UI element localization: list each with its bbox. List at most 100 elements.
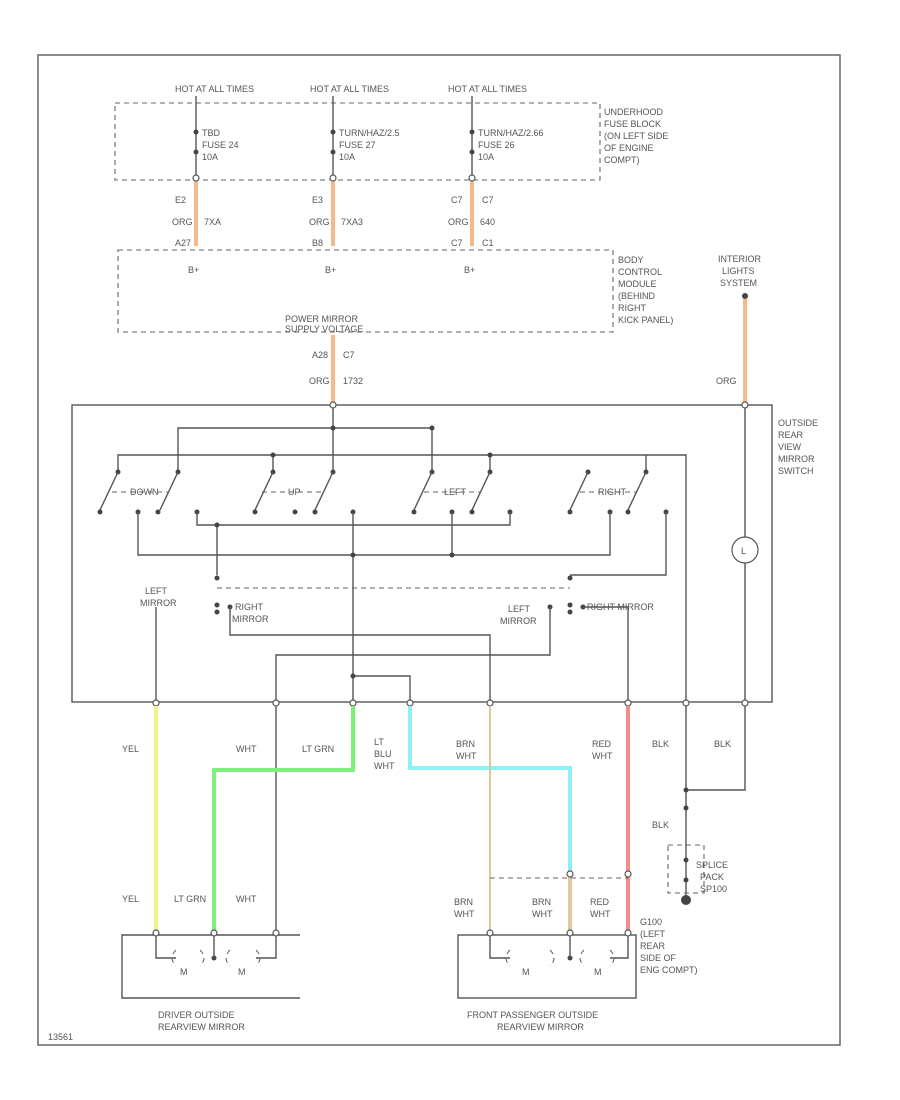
body-control-module: BODY CONTROL MODULE (BEHIND RIGHT KICK P… — [117, 249, 673, 333]
driver-mirror-label-0: DRIVER OUTSIDE — [158, 1010, 235, 1020]
switch-pos-left: LEFT — [444, 487, 467, 497]
selector-right-mirror-1a: RIGHT — [235, 602, 264, 612]
ground-label-4: ENG COMPT) — [640, 965, 698, 975]
fuse-block-label-3: OF ENGINE — [604, 143, 654, 153]
selector-left-mirror-1a: LEFT — [145, 586, 168, 596]
switch-bottom-pins — [152, 699, 749, 707]
selector-left-mirror-2a: LEFT — [508, 604, 531, 614]
orange-feed-wires — [192, 174, 476, 246]
ground-label-1: (LEFT — [640, 929, 666, 939]
upper-color-1: ORG — [172, 217, 193, 227]
bcm-pin-3: C7 — [451, 238, 463, 248]
upper-color-2: ORG — [309, 217, 330, 227]
wire-blk-2: BLK — [714, 739, 731, 749]
bcm-bplus-1: B+ — [188, 265, 199, 275]
ground-label-0: G100 — [640, 917, 662, 927]
splice-label-1: PACK — [700, 872, 724, 882]
ground-label-2: REAR — [640, 941, 666, 951]
bcm-label-3: (BEHIND — [618, 291, 656, 301]
splice-pack: SPLICE PACK SP100 — [667, 787, 728, 905]
fuse-block-label-2: (ON LEFT SIDE — [604, 131, 668, 141]
driver-wire-ltgrn: LT GRN — [174, 894, 206, 904]
pass-wire-1b: WHT — [454, 909, 475, 919]
fuse-name-1: FUSE 24 — [202, 140, 239, 150]
switch-label-2: VIEW — [778, 442, 802, 452]
underhood-fuse-block: UNDERHOOD FUSE BLOCK (ON LEFT SIDE OF EN… — [114, 102, 668, 181]
wire-red-0: RED — [592, 739, 612, 749]
wire-red-1: WHT — [592, 751, 613, 761]
supply-label-1: SUPPLY VOLTAGE — [285, 324, 363, 334]
selector-left-mirror-2b: MIRROR — [500, 616, 537, 626]
driver-mirror: YEL LT GRN WHT M M DRIVER OUTSIDE REARVI… — [121, 894, 300, 1032]
pass-mirror-label-0: FRONT PASSENGER OUTSIDE — [467, 1010, 598, 1020]
splice-label-2: SP100 — [700, 884, 727, 894]
switch-label-4: SWITCH — [778, 466, 814, 476]
switch-label-0: OUTSIDE — [778, 418, 818, 428]
supply-circuit: 1732 — [343, 376, 363, 386]
fuse-rating-2: 10A — [339, 152, 355, 162]
lower-wires — [154, 706, 746, 930]
interior-label-1: LIGHTS — [722, 266, 755, 276]
switch-pos-down: DOWN — [130, 487, 159, 497]
wire-lt-blu-2: WHT — [374, 761, 395, 771]
driver-wire-yel: YEL — [122, 894, 139, 904]
interior-lights-node — [742, 293, 748, 299]
wire-blk-1: BLK — [652, 739, 669, 749]
switch-label-3: MIRROR — [778, 454, 815, 464]
fuse-column-2: HOT AT ALL TIMES TURN/HAZ/2.5 FUSE 27 10… — [310, 84, 400, 178]
ground-label-3: SIDE OF — [640, 953, 677, 963]
upper-circuit-3: 640 — [480, 217, 495, 227]
switch-label-1: REAR — [778, 430, 804, 440]
ground-g100: G100 (LEFT REAR SIDE OF ENG COMPT) — [640, 917, 698, 975]
fuse-rating-3: 10A — [478, 152, 494, 162]
driver-motor-2: M — [238, 967, 246, 977]
wire-green — [212, 706, 355, 930]
upper-pin-1: E2 — [175, 195, 186, 205]
wire-yel: YEL — [122, 744, 139, 754]
interior-label-2: SYSTEM — [720, 278, 757, 288]
upper-pin-2: E3 — [312, 195, 323, 205]
wire-lt-blu-1: BLU — [374, 749, 392, 759]
wire-brn-1: WHT — [456, 751, 477, 761]
passenger-mirror: BRN WHT BRN WHT RED WHT M M FRONT PASSEN… — [454, 897, 637, 1032]
fuse-block-label-4: COMPT) — [604, 155, 640, 165]
supply-label-0: POWER MIRROR — [285, 314, 358, 324]
wire-lt-blu-0: LT — [374, 737, 384, 747]
hot-label-1: HOT AT ALL TIMES — [175, 84, 254, 94]
bcm-label-5: KICK PANEL) — [618, 315, 673, 325]
supply-pin2: C7 — [343, 350, 355, 360]
bcm-pin-1: A27 — [175, 238, 191, 248]
upper-circuit-2: 7XA3 — [341, 217, 363, 227]
fuse-rating-1: 10A — [202, 152, 218, 162]
pass-wire-3b: WHT — [590, 909, 611, 919]
pass-motor-2: M — [594, 967, 602, 977]
fuse-column-1: HOT AT ALL TIMES TBD FUSE 24 10A — [175, 84, 254, 178]
corner-tag: 13561 — [48, 1032, 73, 1042]
pass-wire-1a: BRN — [454, 897, 473, 907]
fuse-circuit-2: TURN/HAZ/2.5 — [339, 128, 400, 138]
bcm-bplus-2: B+ — [325, 265, 336, 275]
bcm-pin-right: C1 — [482, 238, 494, 248]
bcm-label-4: RIGHT — [618, 303, 647, 313]
wire-blk-3: BLK — [652, 820, 669, 830]
hot-label-3: HOT AT ALL TIMES — [448, 84, 527, 94]
supply-color: ORG — [309, 376, 330, 386]
splice-label-0: SPLICE — [696, 860, 728, 870]
upper-pin-3: C7 — [451, 195, 463, 205]
pass-wire-3a: RED — [590, 897, 610, 907]
driver-mirror-label-1: REARVIEW MIRROR — [158, 1022, 245, 1032]
bcm-bplus-3: B+ — [464, 265, 475, 275]
fuse-block-label-1: FUSE BLOCK — [604, 119, 661, 129]
selector-left-mirror-1b: MIRROR — [140, 598, 177, 608]
pass-motor-1: M — [522, 967, 530, 977]
wire-lt-grn: LT GRN — [302, 744, 334, 754]
driver-wire-wht: WHT — [236, 894, 257, 904]
upper-color-3: ORG — [448, 217, 469, 227]
pass-wire-2a: BRN — [532, 897, 551, 907]
selector-right-mirror-1b: MIRROR — [232, 614, 269, 624]
fuse-name-2: FUSE 27 — [339, 140, 376, 150]
driver-motor-1: M — [180, 967, 188, 977]
bcm-pin-2: B8 — [312, 238, 323, 248]
wire-wht: WHT — [236, 744, 257, 754]
fuse-name-3: FUSE 26 — [478, 140, 515, 150]
